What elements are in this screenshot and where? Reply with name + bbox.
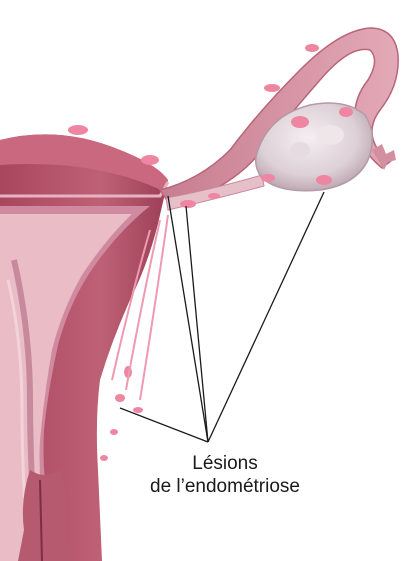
- lesion: [180, 200, 196, 208]
- lesion: [133, 407, 143, 413]
- lesion: [305, 44, 319, 52]
- lesion: [316, 175, 332, 185]
- lesion: [110, 429, 118, 435]
- pointer-line: [120, 408, 208, 442]
- lesions-caption: Lésions de l’endométriose: [130, 452, 320, 498]
- lesion: [141, 155, 159, 165]
- lesion: [261, 174, 275, 182]
- lesion: [68, 125, 88, 135]
- lesion: [264, 84, 280, 92]
- pointer-line: [208, 192, 324, 442]
- caption-line-1: Lésions: [130, 452, 320, 475]
- lesion: [208, 193, 220, 199]
- lesion: [339, 107, 353, 117]
- lesion: [100, 455, 108, 461]
- lesion: [291, 116, 309, 128]
- caption-line-2: de l’endométriose: [130, 475, 320, 498]
- lesion: [115, 394, 125, 402]
